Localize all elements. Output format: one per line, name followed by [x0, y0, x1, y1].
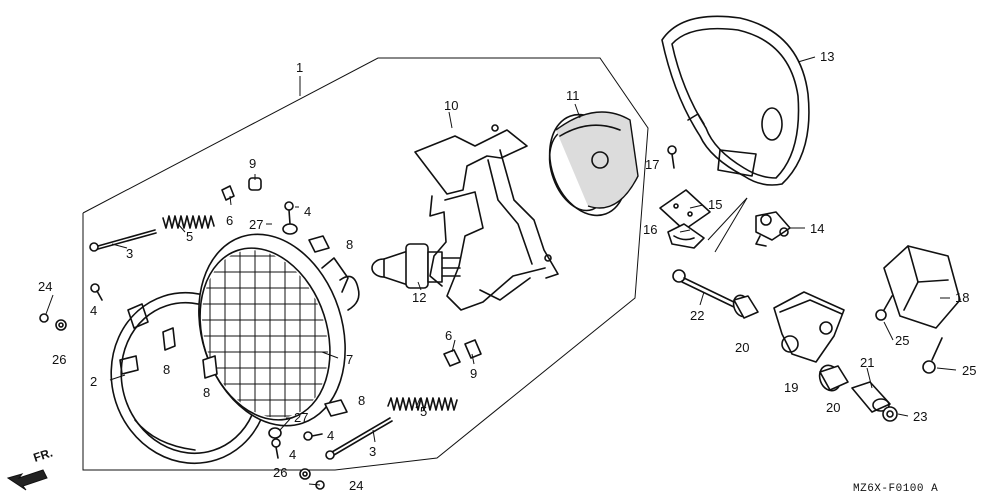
- grommet-27-upper: [282, 223, 298, 235]
- callout-20-upper: 20: [735, 340, 749, 355]
- callout-1: 1: [296, 60, 303, 75]
- screw-4-lower-a: [303, 431, 323, 441]
- callout-27-upper: 27: [249, 217, 263, 232]
- callout-9-lower: 9: [470, 366, 477, 381]
- adjust-nut-upper: [221, 185, 235, 201]
- mount-bracket-18: [883, 245, 961, 329]
- callout-5-lower: 5: [420, 404, 427, 419]
- callout-4-lower-b: 4: [289, 447, 296, 462]
- callout-9-upper: 9: [249, 156, 256, 171]
- headlight-bulb: [371, 243, 461, 289]
- mount-plate: [659, 189, 711, 231]
- front-direction-label: FR.: [32, 446, 55, 465]
- callout-24-left: 24: [38, 279, 52, 294]
- adjust-screw-lower: [325, 417, 393, 460]
- clip-8-lower: [324, 399, 348, 417]
- clip-8-left-b: [202, 355, 218, 379]
- cap-nut-lower: [443, 349, 461, 367]
- callout-4-upper: 4: [304, 204, 311, 219]
- screw-4-left: [90, 283, 103, 301]
- callout-11: 11: [566, 88, 580, 103]
- callout-23: 23: [913, 409, 927, 424]
- callout-16: 16: [643, 222, 657, 237]
- callout-8-left-a: 8: [163, 362, 170, 377]
- adjust-screw-upper: [89, 229, 157, 252]
- callout-6-lower: 6: [445, 328, 452, 343]
- leader-lines: [45, 56, 957, 486]
- bolt-22: [672, 269, 739, 309]
- callout-17: 17: [645, 157, 659, 172]
- spring-clip-upper: [308, 235, 330, 253]
- callout-26-left: 26: [52, 352, 66, 367]
- collar-bracket: [755, 211, 791, 247]
- front-direction-arrow: [6, 469, 48, 491]
- callout-numbers: 1 2 3 3 4 4 4 4 5 5 6 6 7 8 8 8 8 9 9 10…: [38, 49, 976, 493]
- washer-24-left: [39, 313, 49, 323]
- clip-8-left-a: [162, 327, 176, 351]
- washer-26-lower: [299, 468, 311, 480]
- adjust-spring-upper: [162, 215, 215, 229]
- callout-5-upper: 5: [186, 229, 193, 244]
- nut-23: [882, 406, 898, 422]
- callout-14: 14: [810, 221, 824, 236]
- callout-8-lower: 8: [358, 393, 365, 408]
- headlight-case-ring: [548, 111, 639, 217]
- callout-dashes: [266, 223, 292, 419]
- callout-4-left: 4: [90, 303, 97, 318]
- callout-27-lower: 27: [294, 410, 308, 425]
- collar-20-lower: [818, 364, 849, 392]
- callout-7: 7: [346, 352, 353, 367]
- bolt-25-upper: [875, 295, 893, 321]
- headlight-rim: [110, 291, 270, 465]
- collar-20-upper: [732, 294, 759, 319]
- screw-4-lower-b: [271, 438, 281, 459]
- mount-clip: [667, 223, 705, 249]
- bolt-25-lower: [922, 337, 943, 374]
- adjust-spring-lower: [387, 397, 458, 411]
- callout-25-lower: 25: [962, 363, 976, 378]
- callout-21: 21: [860, 355, 874, 370]
- headlight-stay: [414, 124, 559, 311]
- callout-4-lower-a: 4: [327, 428, 334, 443]
- callout-3-lower: 3: [369, 444, 376, 459]
- callout-13: 13: [820, 49, 834, 64]
- assembly-outline: [82, 57, 649, 471]
- washer-26-left: [55, 319, 67, 331]
- callout-19: 19: [784, 380, 798, 395]
- spacer-21: [851, 381, 891, 413]
- headlight-bracket-19: [773, 291, 845, 363]
- callout-8-left-b: 8: [203, 385, 210, 400]
- callout-6-upper: 6: [226, 213, 233, 228]
- callout-15: 15: [708, 197, 722, 212]
- callout-10: 10: [444, 98, 458, 113]
- headlight-case-shell: [661, 15, 810, 186]
- callout-22: 22: [690, 308, 704, 323]
- callout-12: 12: [412, 290, 426, 305]
- callout-2: 2: [90, 374, 97, 389]
- callout-20-lower: 20: [826, 400, 840, 415]
- callout-3-upper: 3: [126, 246, 133, 261]
- callout-26-lower: 26: [273, 465, 287, 480]
- callout-18: 18: [955, 290, 969, 305]
- screw-4-upper: [284, 201, 294, 225]
- callout-8-upper: 8: [346, 237, 353, 252]
- adjust-nut-lower: [464, 339, 482, 359]
- diagram-code: MZ6X-F0100 A: [853, 483, 938, 495]
- grommet-27-lower: [268, 427, 282, 439]
- callout-25-upper: 25: [895, 333, 909, 348]
- callout-24-lower: 24: [349, 478, 363, 493]
- screw-17: [667, 145, 677, 169]
